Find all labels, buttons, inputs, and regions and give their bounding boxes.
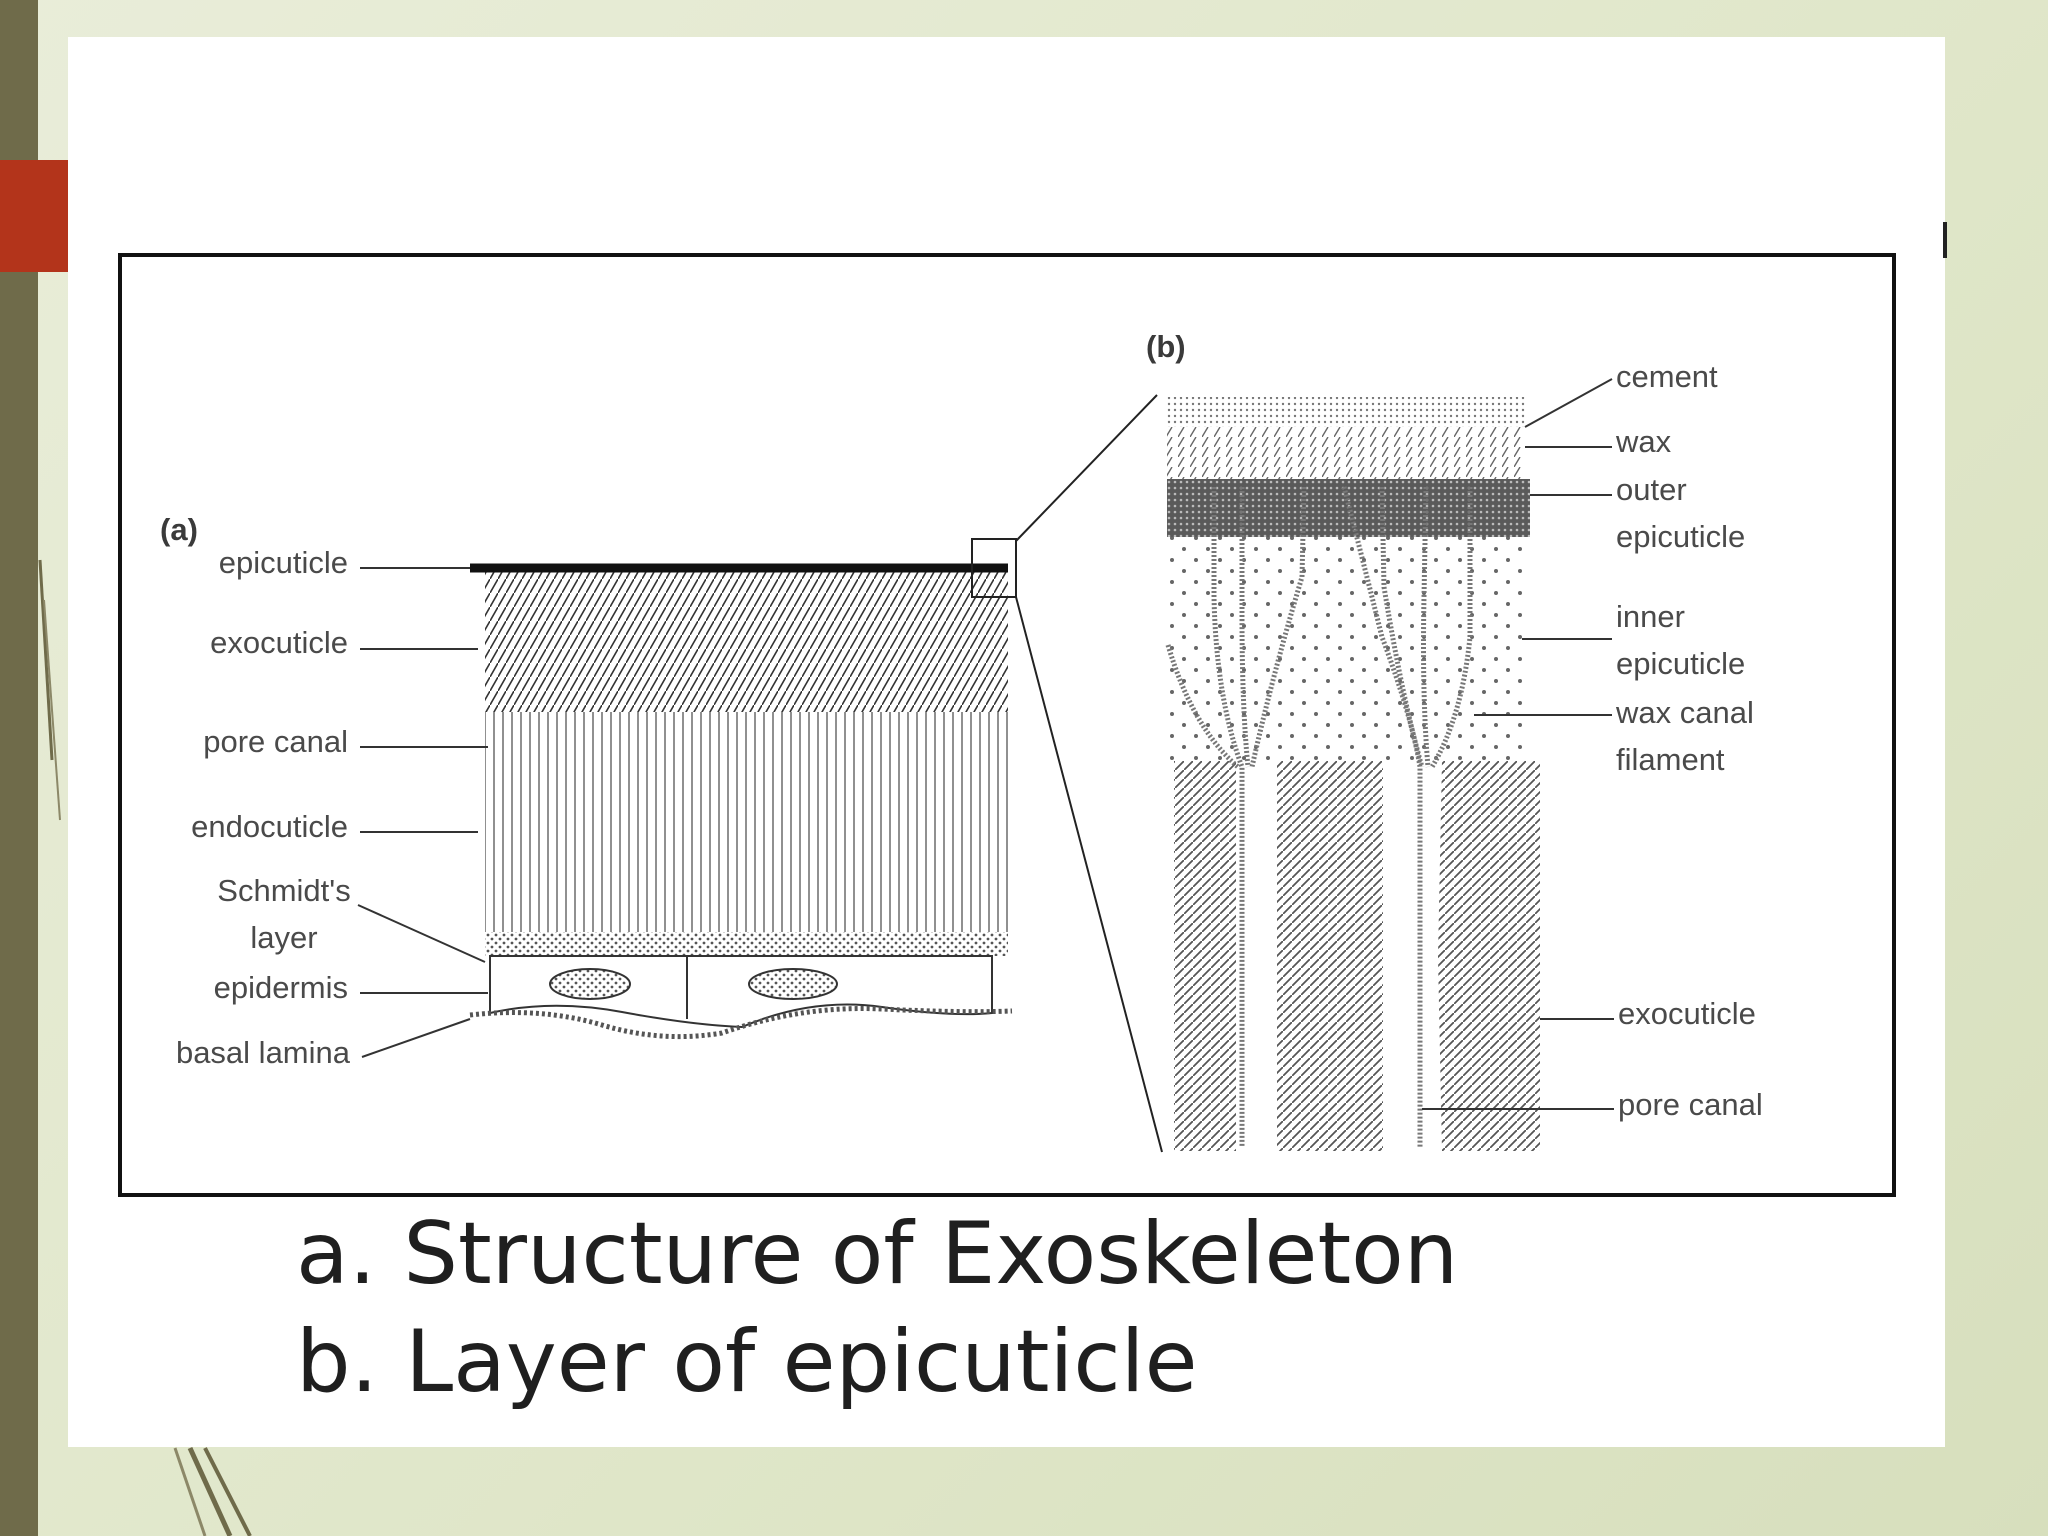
label-inner: inner	[1616, 599, 1685, 634]
exoskeleton-diagram: (a) epicuticle exocuticle pore canal end…	[160, 329, 1763, 1153]
basal-lamina-layer	[469, 1006, 1013, 1040]
label-wax-canal: wax canal	[1615, 695, 1754, 730]
label-inner-epicuticle: epicuticle	[1616, 646, 1745, 681]
caption-line-a: a. Structure of Exoskeleton	[296, 1204, 1459, 1304]
schmidts-layer	[485, 932, 1008, 956]
zoom-box	[971, 538, 1017, 598]
cell-nucleus	[748, 968, 838, 1000]
caption-line-b: b. Layer of epicuticle	[296, 1312, 1198, 1412]
label-epidermis: epidermis	[214, 970, 348, 1005]
label-cement: cement	[1616, 359, 1718, 394]
wax-layer	[1167, 427, 1525, 479]
slide-edge-mark	[1943, 222, 1947, 258]
label-pore-canal: pore canal	[203, 724, 348, 759]
cement-layer	[1167, 397, 1525, 427]
label-outer: outer	[1616, 472, 1687, 507]
wax-canal-filaments	[1165, 486, 1473, 1147]
label-pore-canal-b: pore canal	[1618, 1087, 1763, 1122]
label-schmidts: Schmidt's	[217, 873, 350, 908]
exoskeleton-figure: (a) epicuticle exocuticle pore canal end…	[118, 253, 1896, 1197]
cell-nucleus	[549, 968, 631, 1000]
label-exocuticle-b: exocuticle	[1618, 996, 1756, 1031]
label-wax: wax	[1615, 424, 1672, 459]
label-filament: filament	[1616, 742, 1725, 777]
label-outer-epicuticle: epicuticle	[1616, 519, 1745, 554]
panel-b-tag: (b)	[1146, 329, 1186, 364]
exocuticle-column	[1174, 761, 1236, 1151]
exocuticle-layer	[485, 570, 1008, 712]
exocuticle-column	[1277, 761, 1383, 1151]
endocuticle-layer	[485, 712, 1008, 932]
label-schmidts-layer: layer	[250, 920, 317, 955]
label-exocuticle: exocuticle	[210, 625, 348, 660]
label-basal-lamina: basal lamina	[176, 1035, 351, 1070]
label-epicuticle: epicuticle	[219, 545, 348, 580]
figure-caption: a. Structure of Exoskeleton b. Layer of …	[296, 1200, 1458, 1416]
inner-epicuticle-layer	[1167, 537, 1530, 761]
accent-tab	[0, 160, 68, 272]
panel-a-tag: (a)	[160, 512, 198, 547]
exocuticle-column	[1438, 761, 1540, 1151]
label-endocuticle: endocuticle	[191, 809, 348, 844]
